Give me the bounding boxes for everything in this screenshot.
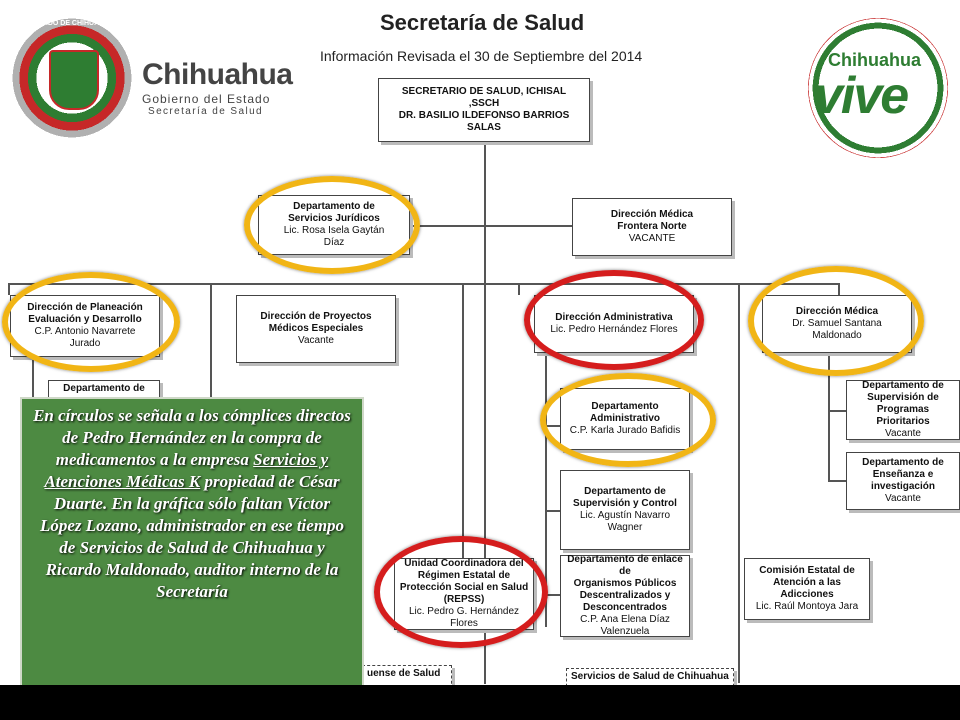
gov-logo-line2: Secretaría de Salud: [148, 106, 263, 117]
gov-logo-line1: Gobierno del Estado: [142, 92, 271, 106]
state-seal-logo: ESTADO DE CHIHUAHUA: [12, 18, 132, 138]
org-box-ensenanza: Departamento de Enseñanza e investigació…: [846, 452, 960, 510]
box-text: Wagner: [607, 522, 643, 533]
box-text: Dirección Médica: [610, 209, 694, 220]
box-text: Departamento de: [862, 457, 944, 468]
seal-text: ESTADO DE CHIHUAHUA: [29, 20, 115, 27]
page-subtitle: Información Revisada el 30 de Septiembre…: [320, 48, 643, 64]
org-box-bottom-left: uense de Salud: [362, 665, 452, 685]
org-box-proyectos: Dirección de Proyectos Médicos Especiale…: [236, 295, 396, 363]
connector-line: [462, 283, 464, 563]
box-text: Departamento de: [862, 380, 944, 391]
org-box-bottom-right: Servicios de Salud de Chihuahua: [566, 668, 734, 685]
box-text: uense de Salud: [367, 668, 441, 679]
connector-line: [32, 358, 34, 398]
box-text: Departamento de: [584, 486, 666, 497]
box-text: Departamento de: [63, 383, 145, 394]
box-text: Supervisión y Control: [573, 498, 677, 509]
connector-line: [545, 352, 547, 627]
vive-logo-top: Chihuahua: [828, 50, 921, 70]
slide: Secretaría de Salud Información Revisada…: [0, 0, 960, 685]
yellow-highlight-circle-medica: [748, 266, 924, 376]
box-text: Dirección de Proyectos: [260, 311, 372, 322]
vive-logo-main: vive: [814, 67, 909, 125]
box-text: Comisión Estatal de: [759, 565, 855, 576]
box-text: C.P. Ana Elena Díaz: [580, 614, 670, 625]
bottom-black-bar: [0, 685, 960, 720]
box-text: SECRETARIO DE SALUD, ICHISAL: [401, 86, 567, 97]
box-text: Lic. Agustín Navarro: [579, 510, 671, 521]
chihuahua-vive-logo: [808, 18, 948, 158]
box-text: Enseñanza e: [872, 469, 934, 480]
box-text: Descentralizados y: [579, 590, 671, 601]
box-text: Servicios de Salud de Chihuahua: [571, 671, 729, 682]
red-highlight-circle-administrativa: [524, 270, 704, 370]
connector-line: [545, 510, 560, 512]
annotation-note: En círculos se señala a los cómplices di…: [20, 397, 364, 685]
connector-line: [8, 283, 840, 285]
org-box-secretario: SECRETARIO DE SALUD, ICHISAL ,SSCH DR. B…: [378, 78, 590, 142]
box-text: Atención a las: [773, 577, 841, 588]
connector-line: [545, 594, 560, 596]
org-box-supervision-control: Departamento de Supervisión y Control Li…: [560, 470, 690, 550]
org-box-frontera: Dirección Médica Frontera Norte VACANTE: [572, 198, 732, 256]
box-text: Organismos Públicos: [573, 578, 677, 589]
connector-line: [484, 142, 486, 684]
box-text: Adicciones: [780, 589, 834, 600]
box-text: Programas Prioritarios: [876, 404, 930, 427]
connector-line: [738, 283, 740, 683]
note-company-name: Servicios y Atenciones Médicas K: [44, 450, 329, 491]
box-text: Desconcentrados: [583, 602, 667, 613]
box-text: Lic. Raúl Montoya Jara: [755, 601, 859, 612]
yellow-highlight-circle-juridicos: [244, 176, 420, 274]
box-text: Valenzuela: [600, 626, 650, 637]
box-text: Departamento de enlace de: [567, 554, 683, 577]
box-text: SALAS: [467, 122, 501, 133]
gov-logo-name: Chihuahua: [142, 58, 293, 91]
org-box-comision: Comisión Estatal de Atención a las Adicc…: [744, 558, 870, 620]
box-text: DR. BASILIO ILDEFONSO BARRIOS: [398, 110, 570, 121]
box-text: investigación: [871, 481, 935, 492]
box-text: VACANTE: [628, 233, 676, 244]
box-text: Vacante: [885, 428, 921, 439]
connector-line: [410, 225, 572, 227]
box-text: Frontera Norte: [617, 221, 687, 232]
box-text: Vacante: [298, 335, 334, 346]
note-text-part1: En círculos se señala a los cómplices di…: [33, 406, 351, 469]
connector-line: [828, 352, 830, 482]
box-text: Vacante: [885, 493, 921, 504]
connector-line: [828, 410, 846, 412]
box-text: Supervisión de: [867, 392, 939, 403]
page-title: Secretaría de Salud: [380, 10, 585, 35]
shield-icon: [49, 50, 99, 110]
connector-line: [518, 283, 520, 295]
yellow-highlight-circle-depto-admin: [540, 373, 716, 467]
red-highlight-circle-repss: [374, 536, 548, 648]
org-box-enlace: Departamento de enlace de Organismos Púb…: [560, 554, 690, 637]
yellow-highlight-circle-planeacion: [2, 272, 180, 372]
note-text-part2: propiedad de César Duarte. En la gráfica…: [39, 472, 345, 601]
org-box-sup-programas: Departamento de Supervisión de Programas…: [846, 380, 960, 440]
box-text: ,SSCH: [468, 98, 500, 109]
connector-line: [8, 283, 10, 295]
box-text: Médicos Especiales: [268, 323, 364, 334]
connector-line: [828, 480, 846, 482]
